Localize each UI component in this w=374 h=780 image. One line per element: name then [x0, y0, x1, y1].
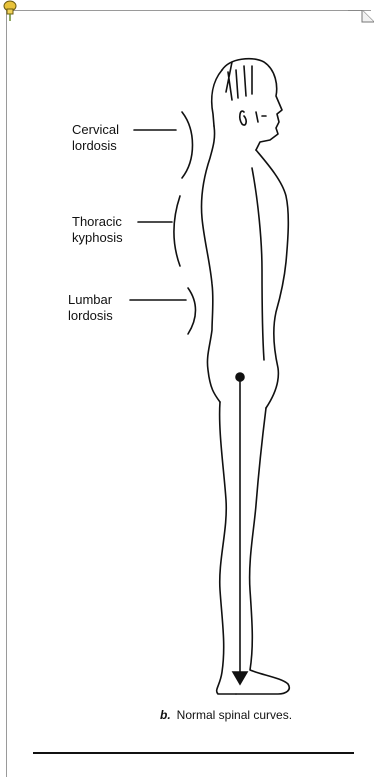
lumbar-label-line2: lordosis [68, 308, 113, 324]
thoracic-label: Thoracic kyphosis [72, 214, 123, 246]
cervical-label: Cervical lordosis [72, 122, 119, 154]
thoracic-label-line2: kyphosis [72, 230, 123, 246]
cervical-label-line1: Cervical [72, 122, 119, 138]
cervical-bracket [182, 112, 193, 178]
lumbar-label: Lumbar lordosis [68, 292, 113, 324]
caption-letter: b. [160, 708, 171, 722]
thoracic-label-line1: Thoracic [72, 214, 123, 230]
leg-front [236, 408, 289, 694]
lumbar-label-line1: Lumbar [68, 292, 113, 308]
back-outline [201, 126, 220, 402]
cervical-label-line2: lordosis [72, 138, 119, 154]
thoracic-bracket [174, 196, 180, 266]
head-back [212, 70, 222, 126]
front-outline [256, 150, 288, 408]
caption-text: Normal spinal curves. [177, 708, 292, 722]
leg-back [217, 402, 236, 694]
figure-caption: b. Normal spinal curves. [160, 708, 292, 722]
lumbar-bracket [188, 288, 196, 334]
plumb-line [233, 373, 247, 684]
bottom-rule [33, 752, 354, 754]
